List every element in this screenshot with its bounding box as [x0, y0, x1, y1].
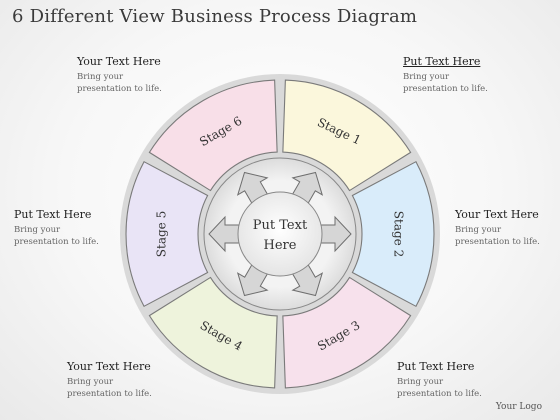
stage-segments — [125, 79, 435, 389]
callout-body-line2: presentation to life. — [14, 237, 99, 247]
callout-body: Bring your presentation to life. — [403, 71, 553, 95]
stage-segment-4 — [148, 276, 278, 389]
callout-body-line1: Bring your — [77, 72, 124, 82]
callout-body: Bring your presentation to life. — [77, 71, 227, 95]
arrow-5 — [208, 215, 241, 253]
callout-body-line2: presentation to life. — [455, 237, 540, 247]
callout-body-line2: presentation to life. — [67, 389, 152, 399]
center-label-line2: Here — [264, 238, 297, 253]
callout-mid-left: Put Text Here Bring your presentation to … — [14, 208, 164, 248]
callout-top-right[interactable]: Put Text Here Bring your presentation to … — [403, 55, 553, 95]
callout-body-line2: presentation to life. — [397, 389, 482, 399]
arrow-3 — [291, 263, 324, 297]
callout-body-line1: Bring your — [403, 72, 450, 82]
callout-heading: Put Text Here — [397, 360, 475, 373]
center-label-line1: Put Text — [253, 218, 308, 233]
stage-segment-5 — [125, 160, 209, 308]
callout-heading: Your Text Here — [455, 208, 539, 221]
stage-segment-3 — [282, 276, 412, 389]
callout-body-line2: presentation to life. — [403, 84, 488, 94]
callout-body: Bring your presentation to life. — [67, 376, 217, 400]
callout-body: Bring your presentation to life. — [397, 376, 547, 400]
callout-heading: Your Text Here — [77, 55, 161, 68]
arrow-cluster — [208, 171, 352, 297]
arrow-1 — [291, 171, 324, 205]
stage-label-5: Stage 5 — [155, 211, 169, 257]
callout-bottom-left: Your Text Here Bring your presentation to… — [67, 360, 217, 400]
stage-segment-2 — [351, 160, 435, 308]
stage-segment-1 — [282, 79, 412, 192]
callout-body-line1: Bring your — [397, 377, 444, 387]
callout-body-line2: presentation to life. — [77, 84, 162, 94]
callout-heading: Put Text Here — [14, 208, 92, 221]
callout-body: Bring your presentation to life. — [14, 224, 164, 248]
callout-body-line1: Bring your — [455, 225, 502, 235]
callout-heading: Put Text Here — [403, 55, 481, 68]
arrow-2 — [319, 215, 352, 253]
callout-body: Bring your presentation to life. — [455, 224, 560, 248]
callout-mid-right: Your Text Here Bring your presentation to… — [455, 208, 560, 248]
callout-body-line1: Bring your — [67, 377, 114, 387]
page-title: 6 Different View Business Process Diagra… — [12, 6, 418, 27]
center-hub — [237, 191, 323, 277]
stage-label-2: Stage 2 — [392, 211, 406, 257]
logo-text: Your Logo — [495, 402, 542, 412]
arrow-4 — [236, 263, 269, 297]
stage-segment-6 — [148, 79, 278, 192]
callout-heading: Your Text Here — [67, 360, 151, 373]
arrow-6 — [236, 171, 269, 205]
callout-top-left: Your Text Here Bring your presentation to… — [77, 55, 227, 95]
callout-bottom-right: Put Text Here Bring your presentation to … — [397, 360, 547, 400]
callout-body-line1: Bring your — [14, 225, 61, 235]
